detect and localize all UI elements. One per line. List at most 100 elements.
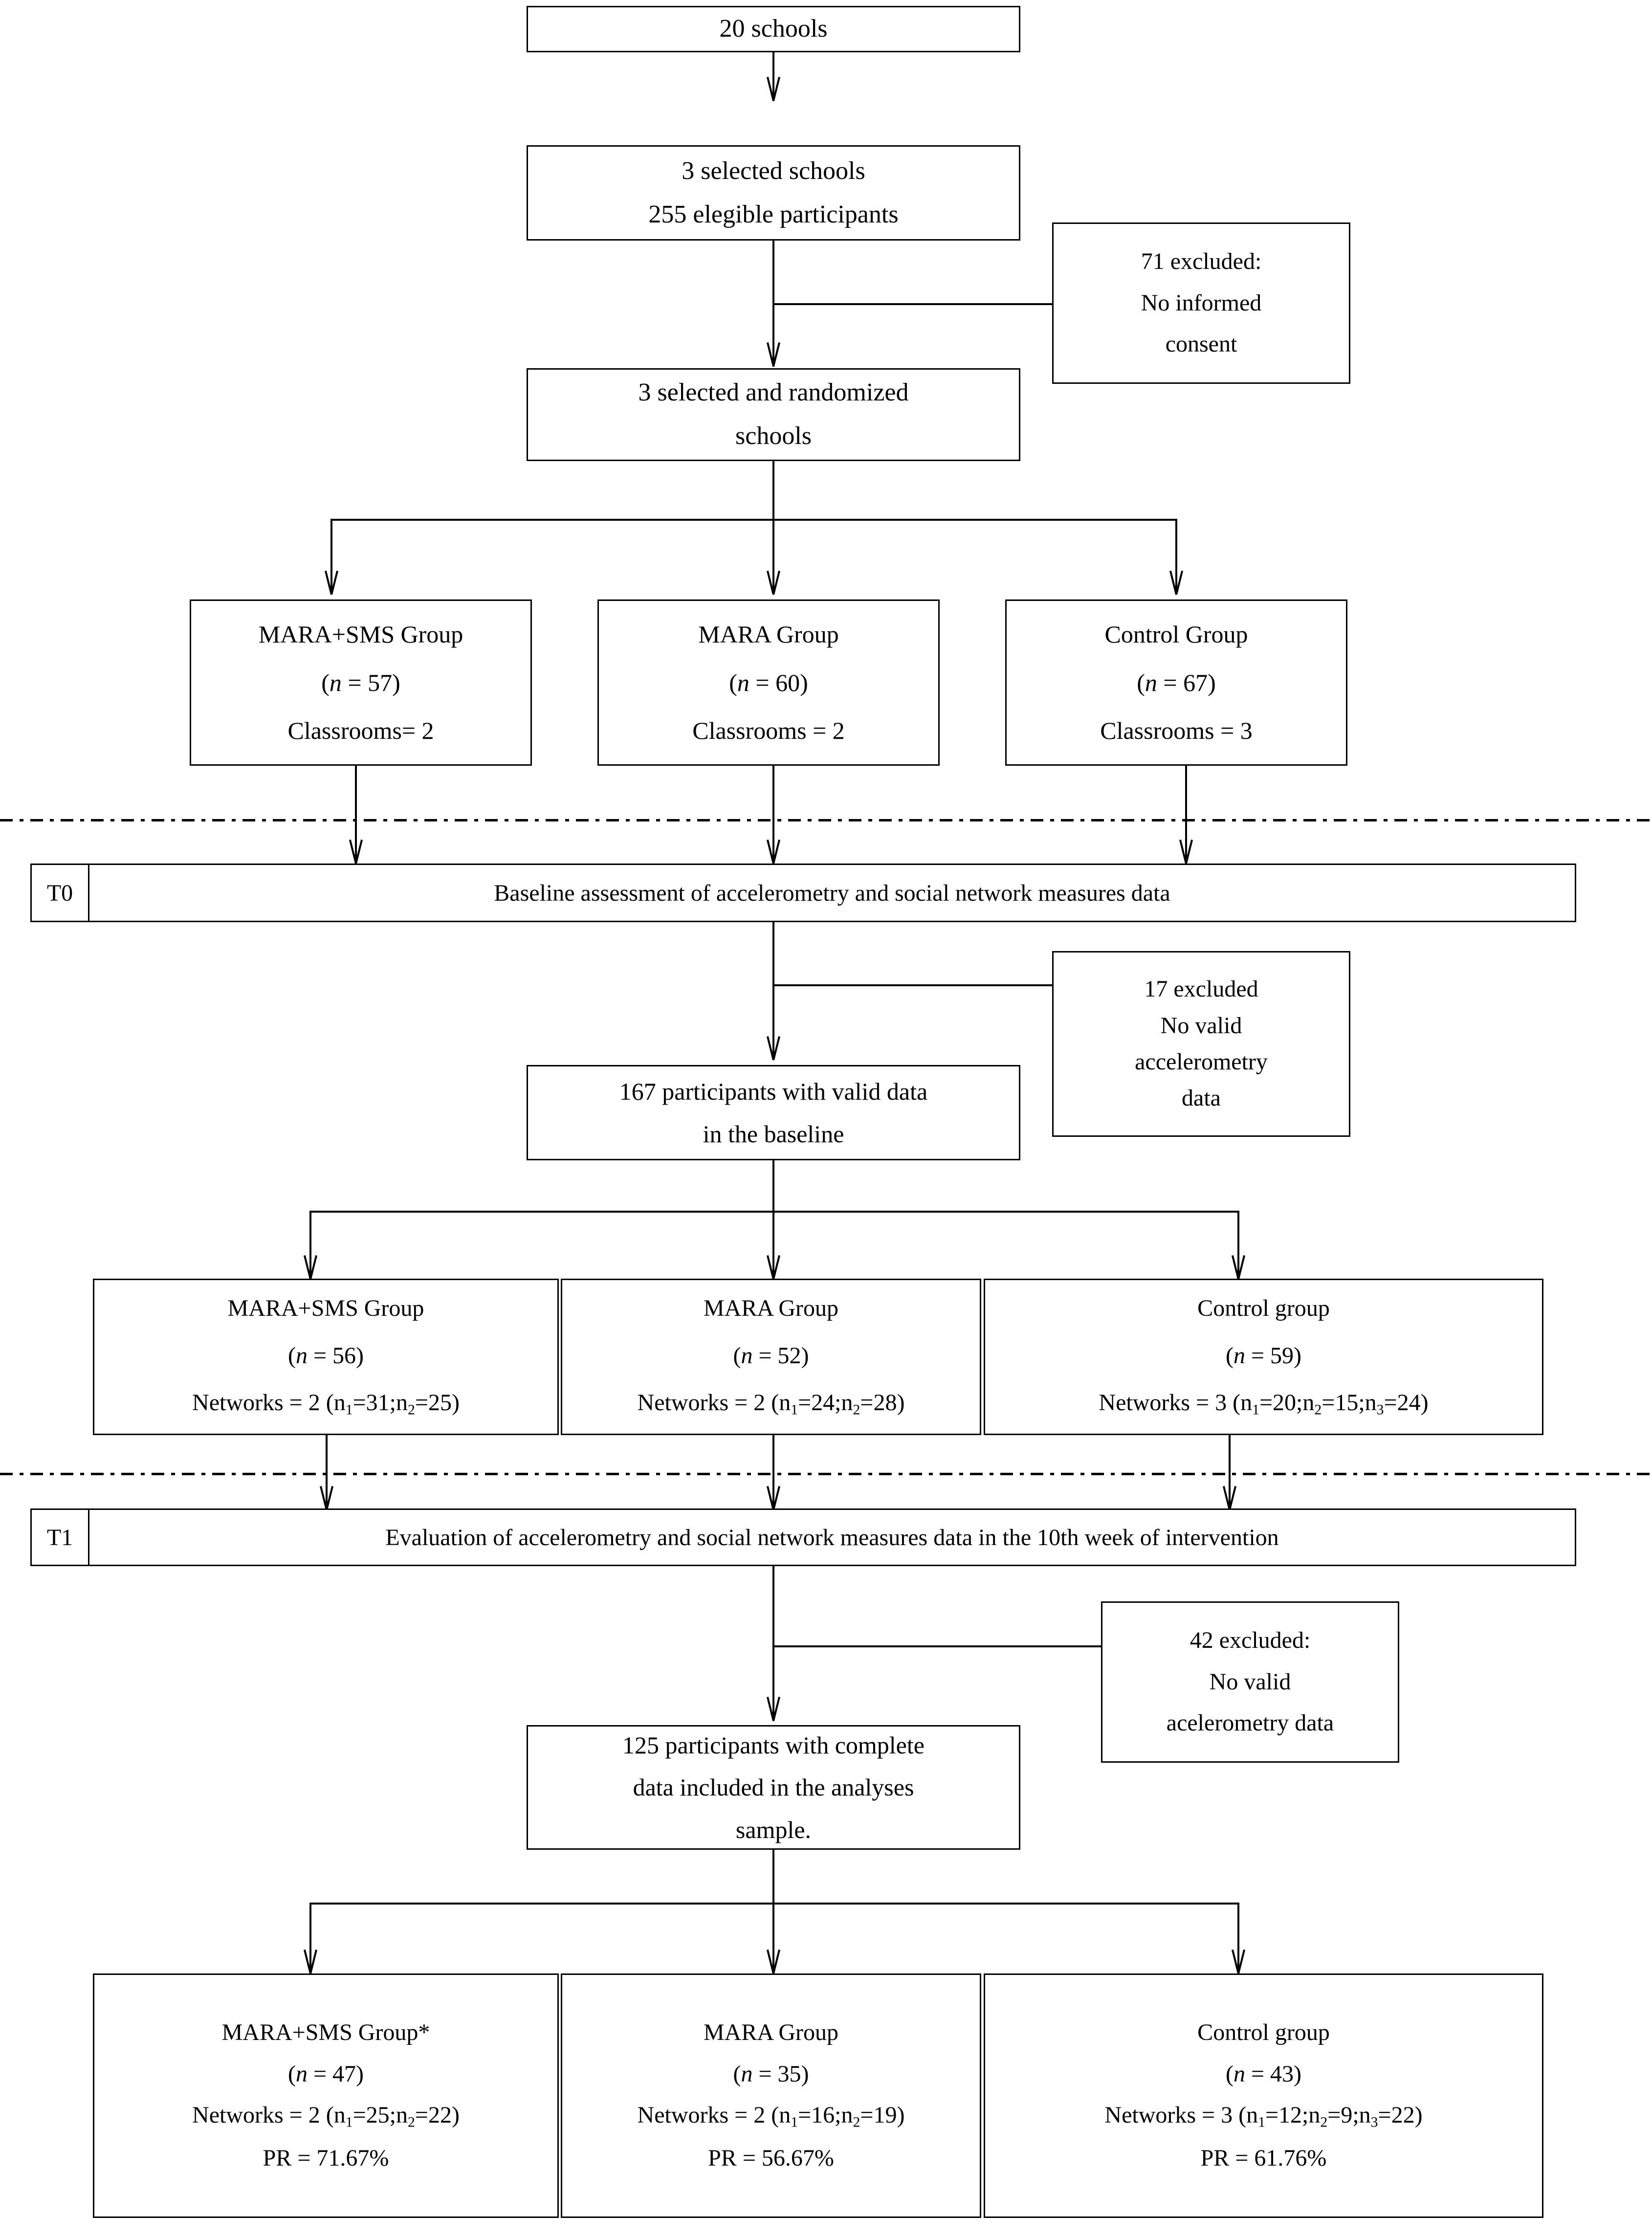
final-control-n-value: 43: [1270, 2061, 1294, 2087]
final-mara-name: MARA Group: [703, 2019, 839, 2046]
node-excluded-consent: 71 excluded: No informed consent: [1052, 222, 1350, 384]
baseline-mara-networks: Networks = 2 (n1=24;n2=28): [637, 1390, 905, 1418]
timepoint-t1-label: T1: [32, 1510, 89, 1565]
final-mara-n: (n = 35): [733, 2061, 809, 2087]
final-mara-sms-pr: PR = 71.67%: [263, 2145, 389, 2172]
timepoint-bar-t1: T1 Evaluation of accelerometry and socia…: [30, 1508, 1576, 1566]
allocation-control-n: (n = 67): [1137, 668, 1216, 696]
node-allocation-mara: MARA Group (n = 60) Classrooms = 2: [597, 599, 940, 766]
allocation-mara-sms-classrooms: Classrooms= 2: [287, 717, 434, 745]
connector-baseline-control-to-t1: [1229, 1435, 1231, 1508]
randomized-schools-line1: 3 selected and randomized: [638, 378, 909, 407]
excluded-consent-line1: 71 excluded:: [1141, 248, 1262, 275]
valid-baseline-line1: 167 participants with valid data: [619, 1078, 928, 1105]
connector-randomized-to-control: [1175, 519, 1177, 595]
final-control-pr: PR = 61.76%: [1200, 2145, 1327, 2172]
allocation-mara-sms-name: MARA+SMS Group: [258, 620, 463, 648]
node-randomized-schools: 3 selected and randomized schools: [527, 368, 1020, 461]
final-mara-pr: PR = 56.67%: [708, 2145, 834, 2172]
final-mara-networks: Networks = 2 (n1=16;n2=19): [637, 2102, 905, 2130]
connector-randomized-to-mara-sms: [330, 519, 332, 595]
connector-t0-to-excluded: [772, 984, 1054, 986]
timepoint-t1-text: Evaluation of accelerometry and social n…: [385, 1524, 1279, 1551]
connector-analysed-to-control: [1237, 1903, 1239, 1973]
analysed-total-line3: sample.: [735, 1816, 812, 1843]
connector-selected-to-excluded: [772, 303, 1054, 305]
baseline-mara-sms-networks: Networks = 2 (n1=31;n2=25): [192, 1390, 460, 1418]
node-final-mara: MARA Group (n = 35) Networks = 2 (n1=16;…: [561, 1973, 981, 2218]
baseline-control-n: (n = 59): [1225, 1342, 1302, 1369]
excluded-baseline-line3: accelerometry: [1135, 1049, 1268, 1075]
baseline-mara-sms-n-value: 56: [332, 1342, 356, 1369]
final-control-networks: Networks = 3 (n1=12;n2=9;n3=22): [1104, 2102, 1423, 2130]
node-allocation-mara-sms: MARA+SMS Group (n = 57) Classrooms= 2: [190, 599, 532, 766]
final-mara-n-value: 35: [777, 2061, 801, 2087]
analysed-total-line2: data included in the analyses: [633, 1773, 914, 1801]
connector-baseline-mara-to-t1: [772, 1435, 774, 1508]
connector-valid-to-mara: [772, 1211, 774, 1279]
baseline-control-networks: Networks = 3 (n1=20;n2=15;n3=24): [1099, 1390, 1429, 1418]
connector-analysed-stem: [772, 1850, 774, 1904]
connector-randomized-stem: [772, 461, 774, 520]
node-selected-schools: 3 selected schools 255 elegible particip…: [527, 145, 1020, 241]
connector-schools-to-selected: [772, 52, 774, 101]
node-baseline-mara: MARA Group (n = 52) Networks = 2 (n1=24;…: [561, 1279, 981, 1435]
connector-t0-stem: [772, 922, 774, 986]
connector-t1-to-analysed: [772, 1645, 774, 1721]
excluded-consent-line3: consent: [1165, 331, 1237, 357]
connector-valid-to-control: [1237, 1211, 1239, 1279]
excluded-followup-line3: acelerometry data: [1166, 1710, 1334, 1736]
connector-randomized-to-mara: [772, 519, 774, 595]
final-mara-sms-n-value: 47: [332, 2061, 356, 2087]
timepoint-t0-text: Baseline assessment of accelerometry and…: [494, 880, 1170, 906]
connector-t0-to-valid: [772, 984, 774, 1060]
connector-mara-to-t0: [772, 766, 774, 864]
valid-baseline-line2: in the baseline: [703, 1120, 844, 1148]
phase-separator-baseline: [0, 819, 1652, 821]
timepoint-t0-label: T0: [32, 865, 89, 921]
excluded-baseline-line4: data: [1182, 1085, 1221, 1111]
node-final-control: Control group (n = 43) Networks = 3 (n1=…: [984, 1973, 1543, 2218]
final-mara-sms-n: (n = 47): [287, 2061, 364, 2087]
allocation-control-name: Control Group: [1104, 620, 1248, 648]
baseline-mara-n-value: 52: [777, 1342, 801, 1369]
baseline-control-name: Control group: [1197, 1295, 1330, 1322]
allocation-mara-classrooms: Classrooms = 2: [692, 717, 845, 745]
connector-valid-to-mara-sms: [309, 1211, 311, 1279]
baseline-control-n-value: 59: [1270, 1342, 1294, 1369]
connector-valid-stem: [772, 1160, 774, 1212]
selected-schools-line2: 255 elegible participants: [648, 200, 899, 228]
connector-analysed-to-mara: [772, 1903, 774, 1973]
excluded-baseline-line2: No valid: [1160, 1012, 1242, 1039]
node-schools-total: 20 schools: [527, 6, 1020, 52]
baseline-mara-sms-name: MARA+SMS Group: [227, 1295, 424, 1322]
node-baseline-mara-sms: MARA+SMS Group (n = 56) Networks = 2 (n1…: [93, 1279, 559, 1435]
connector-selected-stem: [772, 241, 774, 304]
node-valid-baseline: 167 participants with valid data in the …: [527, 1065, 1020, 1160]
allocation-mara-sms-n: (n = 57): [321, 668, 400, 696]
connector-selected-to-randomized: [772, 303, 774, 367]
baseline-mara-name: MARA Group: [703, 1295, 839, 1322]
baseline-mara-n: (n = 52): [733, 1342, 809, 1369]
allocation-mara-n: (n = 60): [729, 668, 808, 696]
allocation-mara-n-value: 60: [775, 668, 800, 696]
final-control-name: Control group: [1197, 2019, 1330, 2046]
schools-total-text: 20 schools: [719, 15, 828, 43]
node-baseline-control: Control group (n = 59) Networks = 3 (n1=…: [984, 1279, 1543, 1435]
excluded-baseline-line1: 17 excluded: [1144, 976, 1258, 1002]
allocation-mara-sms-n-value: 57: [368, 668, 393, 696]
connector-baseline-mara-sms-to-t1: [326, 1435, 328, 1508]
excluded-consent-line2: No informed: [1141, 289, 1262, 316]
allocation-mara-name: MARA Group: [698, 620, 839, 648]
node-excluded-baseline: 17 excluded No valid accelerometry data: [1052, 951, 1350, 1137]
excluded-followup-line1: 42 excluded:: [1189, 1627, 1311, 1654]
selected-schools-line1: 3 selected schools: [682, 156, 865, 185]
allocation-control-classrooms: Classrooms = 3: [1100, 717, 1253, 745]
final-control-n: (n = 43): [1225, 2061, 1302, 2087]
connector-analysed-to-mara-sms: [309, 1903, 311, 1973]
node-allocation-control: Control Group (n = 67) Classrooms = 3: [1005, 599, 1347, 766]
final-mara-sms-networks: Networks = 2 (n1=25;n2=22): [192, 2102, 460, 2130]
node-analysed-total: 125 participants with complete data incl…: [527, 1725, 1020, 1850]
randomized-schools-line2: schools: [735, 422, 812, 450]
